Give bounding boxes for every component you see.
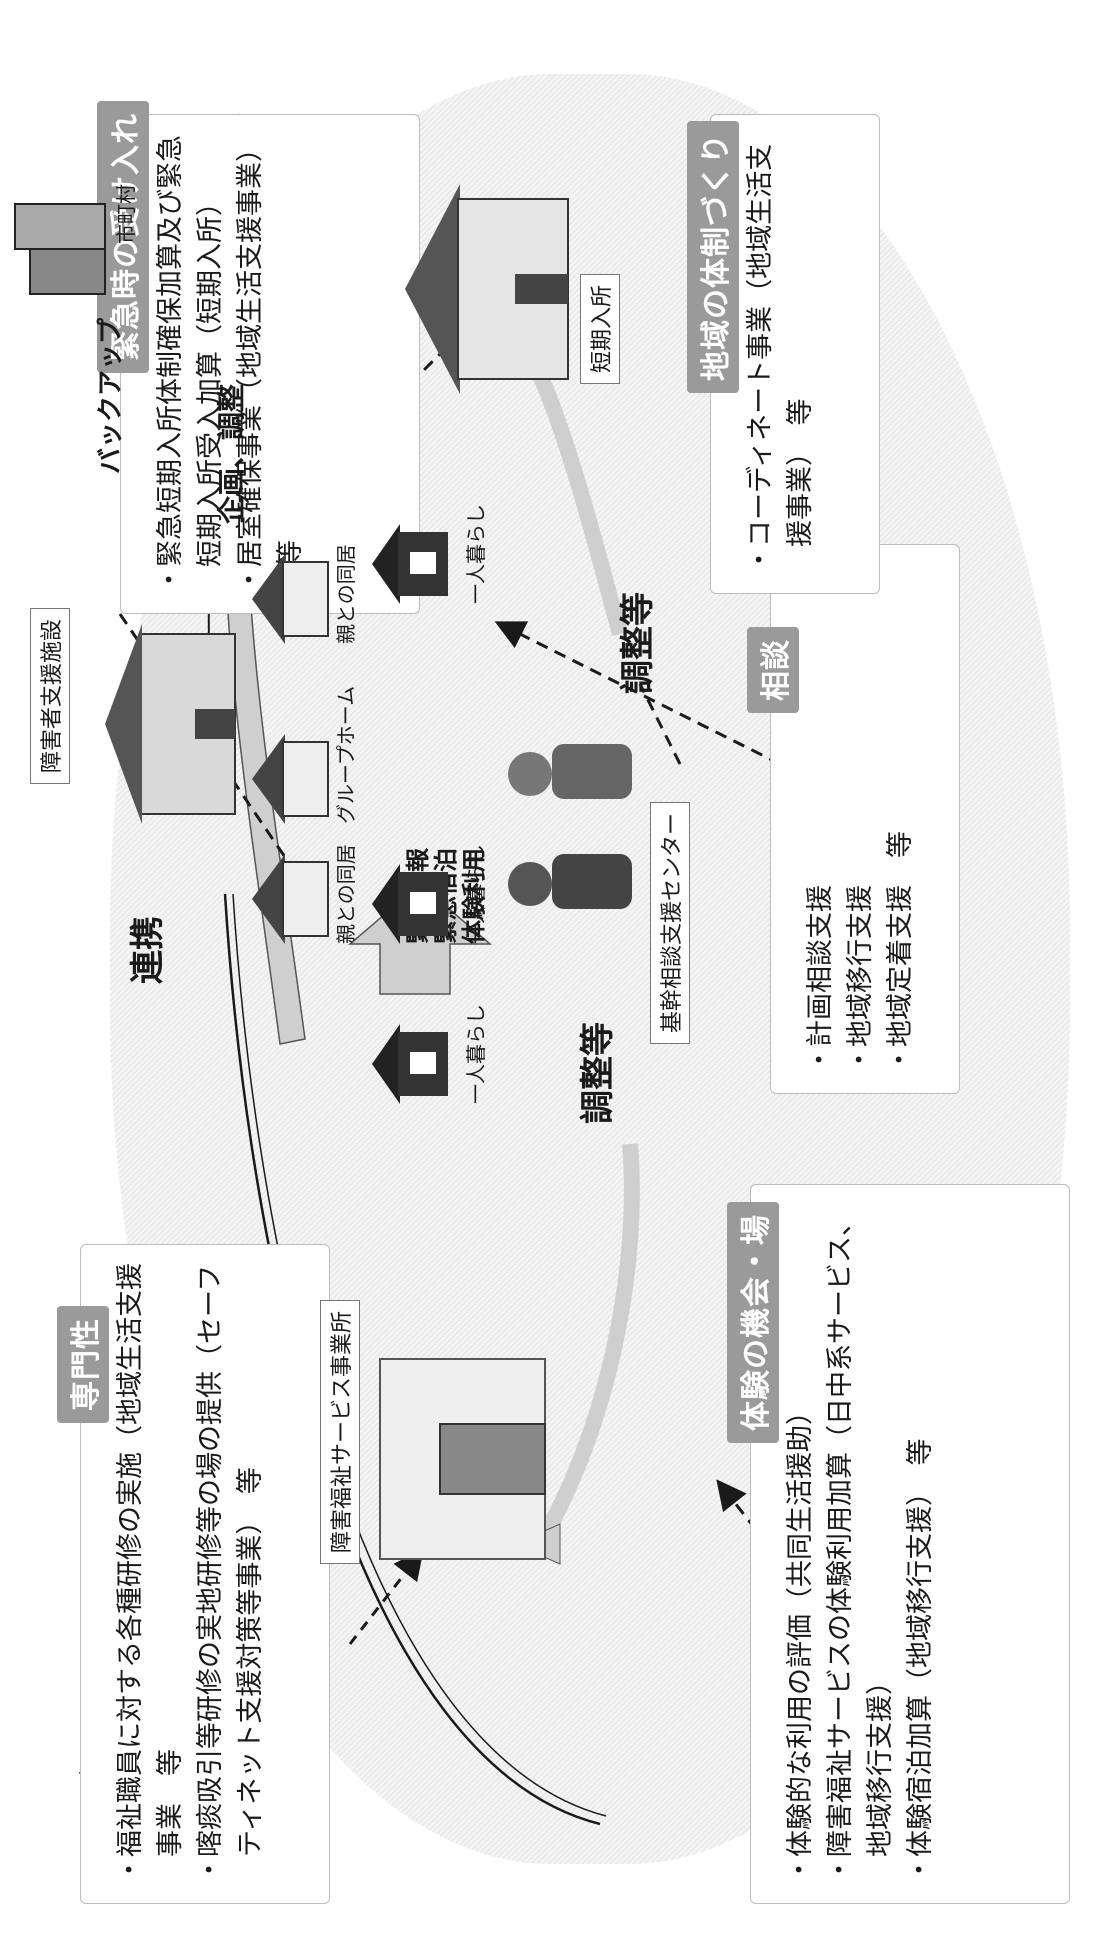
oya-doukyo-house-icon: [252, 854, 329, 944]
oya-doukyo-label: 親との同居: [334, 844, 358, 944]
taiken-item: 体験宿泊加算（地域移行支援） 等: [901, 1201, 941, 1875]
hitorigurashi-house-icon: [372, 1024, 448, 1104]
taiken-box: 体験の機会・場 体験的な利用の評価（共同生活援助） 障害福祉サービスの体験利用加…: [727, 1184, 1070, 1904]
kikan-center-label: 基幹相談支援センター: [650, 801, 690, 1044]
soudan-item: 地域移行支援: [841, 561, 881, 1065]
senmonsei-box: 専門性 福祉職員に対する各種研修の実施（地域生活支援事業 等 喀痰吸引等研修の実…: [57, 1244, 330, 1904]
kikaku-label: 企画、調整: [215, 383, 248, 524]
shien-shisetsu-label: 障害者支援施設: [30, 607, 70, 784]
oya-doukyo-house-icon: [252, 554, 329, 644]
taiken-list: 体験的な利用の評価（共同生活援助） 障害福祉サービスの体験利用加算（日中系サービ…: [751, 1185, 941, 1903]
backup-label: バックアップ: [96, 317, 126, 474]
service-jigyosho-building-icon: [379, 1358, 546, 1560]
taiken-title: 体験の機会・場: [727, 1202, 779, 1443]
center-block-arrow: [347, 883, 493, 995]
oya-doukyo-label: 親との同居: [334, 544, 358, 644]
senmonsei-title: 専門性: [57, 1306, 109, 1423]
soudan-box: 相談 計画相談支援 地域移行支援 地域定着支援 等: [747, 544, 960, 1094]
dash-chiiki: [638, 683, 682, 765]
group-home-house-icon: [252, 734, 329, 824]
tanki-nyusho-label: 短期入所: [580, 273, 620, 384]
shien-shisetsu-building-icon: [105, 624, 236, 824]
shichoson-label: 市町村: [114, 184, 138, 244]
hitorigurashi-label: 一人暮らし: [464, 504, 488, 604]
chiiki-title: 地域の体制づくり: [687, 121, 739, 393]
hitorigurashi-house-icon: [372, 864, 448, 944]
taiken-item: 障害福祉サービスの体験利用加算（日中系サービス、地域移行支援）: [821, 1201, 901, 1875]
group-home-label: グループホーム: [334, 685, 358, 824]
senmonsei-item: 喀痰吸引等研修の実地研修等の場の提供（セーフティネット支援対策等事業） 等: [191, 1261, 271, 1875]
chousei-arrow-left: [533, 1143, 640, 1549]
center-item: 体験利用: [460, 848, 488, 944]
senmonsei-list: 福祉職員に対する各種研修の実施（地域生活支援事業 等 喀痰吸引等研修の実地研修等…: [81, 1245, 271, 1903]
hitorigurashi-house-icon: [372, 524, 448, 604]
chiiki-item: コーディネート事業（地域生活支援事業） 等: [741, 131, 821, 565]
chousei-label-b: 調整等: [618, 592, 658, 694]
chousei-label-a: 調整等: [578, 1022, 618, 1124]
consultation-people-icon: [508, 744, 632, 909]
soudan-title: 相談: [747, 627, 799, 713]
tanki-nyusho-building-icon: [405, 184, 569, 394]
renkei-label: 連携: [128, 916, 168, 984]
hitorigurashi-label: 一人暮らし: [464, 1004, 488, 1104]
taiken-item: 体験的な利用の評価（共同生活援助）: [781, 1201, 821, 1875]
dash-soudan: [494, 621, 781, 766]
soudan-item: 計画相談支援: [801, 561, 841, 1065]
city-hall-building-icon: [14, 203, 106, 295]
soudan-item: 地域定着支援 等: [881, 561, 921, 1065]
service-jigyosho-label: 障害福祉サービス事業所: [320, 1299, 360, 1564]
kinkyu-list: 緊急短期入所体制確保加算及び緊急短期入所受入加算（短期入所） 居室確保事業（地域…: [121, 115, 311, 613]
senmonsei-item: 福祉職員に対する各種研修の実施（地域生活支援事業 等: [111, 1261, 191, 1875]
chiiki-box: 地域の体制づくり コーディネート事業（地域生活支援事業） 等: [687, 114, 880, 594]
dash-service: [348, 1549, 424, 1645]
